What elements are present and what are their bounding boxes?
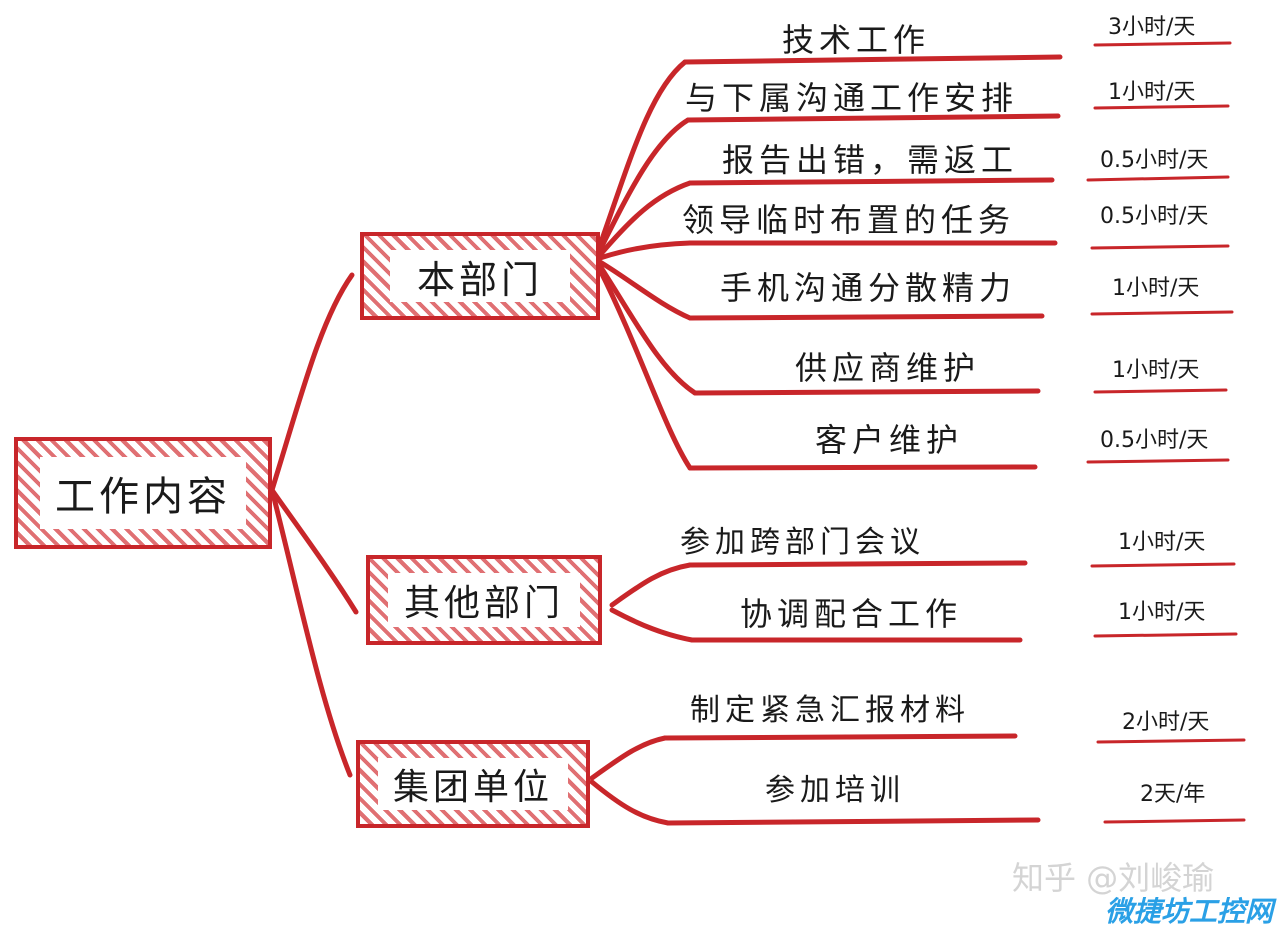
root-to-dept-line (269, 272, 355, 493)
other-link-2 (609, 607, 695, 643)
dept-link-5 (597, 259, 693, 321)
task-label: 参加跨部门会议 (680, 525, 925, 560)
root-to-group-line (269, 487, 353, 778)
time-label: 1小时/天 (1112, 358, 1200, 383)
dept-underline-6 (692, 388, 1041, 396)
time-label: 0.5小时/天 (1100, 428, 1209, 453)
time-underline-8 (1090, 562, 1236, 568)
branch-node-other: 其他部门 (366, 555, 602, 645)
group-underline-2 (665, 817, 1041, 826)
other-link-1 (609, 562, 693, 608)
root-node: 工作内容 (14, 437, 272, 549)
task-label: 供应商维护 (795, 349, 981, 387)
branch-label-dept: 本部门 (390, 250, 570, 302)
other-underline-1 (687, 560, 1028, 568)
task-label: 制定紧急汇报材料 (690, 693, 970, 728)
branch-label-other: 其他部门 (388, 573, 580, 627)
group-underline-1 (662, 733, 1018, 741)
task-label: 协调配合工作 (740, 595, 963, 633)
time-label: 2小时/天 (1122, 710, 1210, 735)
dept-underline-1 (682, 54, 1063, 65)
time-label: 2天/年 (1140, 782, 1206, 807)
time-label: 1小时/天 (1118, 600, 1206, 625)
watermark-text: 知乎 @刘峻瑜 (1012, 859, 1215, 897)
watermark-logo-text: 微捷坊工控网 (1105, 895, 1274, 928)
task-label: 与下属沟通工作安排 (685, 79, 1019, 117)
time-underline-9 (1093, 632, 1238, 638)
task-label: 参加培训 (765, 773, 905, 808)
dept-link-1 (597, 59, 688, 248)
time-underline-10 (1096, 738, 1246, 744)
time-underline-3 (1086, 175, 1230, 182)
branch-node-group: 集团单位 (356, 740, 590, 828)
time-label: 0.5小时/天 (1100, 204, 1209, 229)
branch-node-dept: 本部门 (360, 232, 600, 320)
dept-link-7 (597, 267, 693, 471)
time-underline-7 (1086, 458, 1230, 464)
task-label: 技术工作 (782, 21, 931, 59)
dept-link-2 (597, 117, 691, 253)
root-label: 工作内容 (40, 457, 246, 529)
group-link-1 (589, 735, 668, 781)
time-underline-11 (1103, 818, 1246, 824)
dept-link-4 (597, 240, 693, 261)
task-label: 客户维护 (815, 421, 964, 459)
dept-underline-2 (685, 113, 1061, 123)
time-label: 3小时/天 (1108, 15, 1196, 40)
time-label: 0.5小时/天 (1100, 148, 1209, 173)
task-label: 报告出错，需返工 (722, 141, 1019, 179)
task-label: 手机沟通分散精力 (720, 269, 1017, 307)
root-to-other-line (269, 487, 359, 615)
time-underline-5 (1090, 310, 1234, 316)
time-underline-4 (1090, 244, 1230, 250)
time-underline-2 (1093, 104, 1230, 110)
dept-link-6 (597, 263, 698, 396)
time-underline-1 (1093, 41, 1232, 47)
dept-underline-3 (687, 177, 1055, 186)
group-link-2 (589, 779, 671, 826)
time-label: 1小时/天 (1108, 80, 1196, 105)
time-underline-6 (1093, 388, 1228, 394)
dept-underline-7 (687, 464, 1038, 471)
time-label: 1小时/天 (1118, 530, 1206, 555)
branch-label-group: 集团单位 (378, 758, 568, 810)
dept-underline-5 (687, 313, 1045, 321)
task-label: 领导临时布置的任务 (682, 201, 1016, 239)
time-label: 1小时/天 (1112, 276, 1200, 301)
dept-link-3 (597, 180, 693, 258)
